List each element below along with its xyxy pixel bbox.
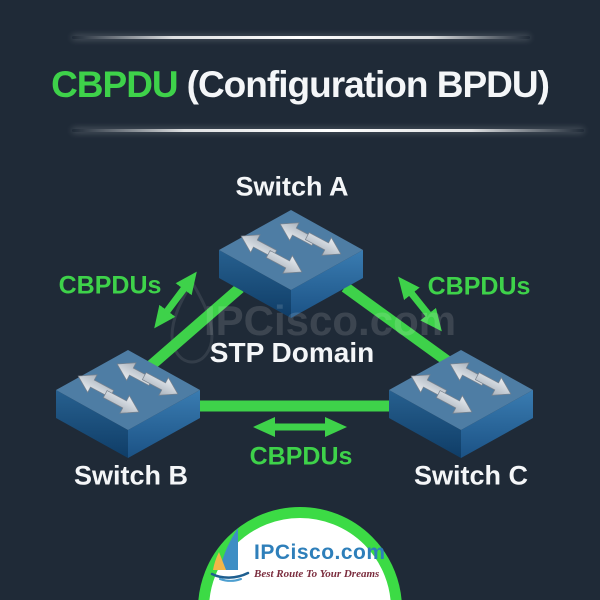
cbpdus-label-bottom: CBPDUs: [249, 442, 353, 471]
page-title-highlight: CBPDU: [51, 64, 179, 105]
link-lines: [136, 282, 454, 412]
sailboat-icon: [210, 528, 250, 582]
link-a-c: [341, 282, 454, 368]
brand-name: IPCisco.com: [254, 541, 386, 564]
link-a-b: [136, 283, 244, 380]
title-divider-bottom: [72, 129, 584, 132]
cbpdus-label-right: CBPDUs: [427, 272, 531, 301]
switch-c-label: Switch C: [413, 460, 529, 491]
brand-tagline: Best Route To Your Dreams: [254, 568, 380, 580]
switch-c-icon: [388, 349, 534, 459]
cbpdu-arrow-right-icon: [398, 276, 442, 332]
cbpdu-arrow-left-icon: [154, 271, 197, 329]
page-title: CBPDU(Configuration BPDU): [0, 64, 600, 106]
switch-a-label: Switch A: [235, 171, 349, 202]
stp-domain-label: STP Domain: [209, 337, 375, 368]
switch-b-icon: [55, 349, 201, 459]
title-divider-top: [72, 36, 530, 39]
watermark-text: IPCisco.com: [204, 297, 457, 344]
cbpdus-label-left: CBPDUs: [58, 271, 162, 300]
switch-b-label: Switch B: [73, 460, 189, 491]
page-title-rest: (Configuration BPDU): [186, 64, 550, 105]
cbpdu-arrows: [154, 271, 442, 437]
